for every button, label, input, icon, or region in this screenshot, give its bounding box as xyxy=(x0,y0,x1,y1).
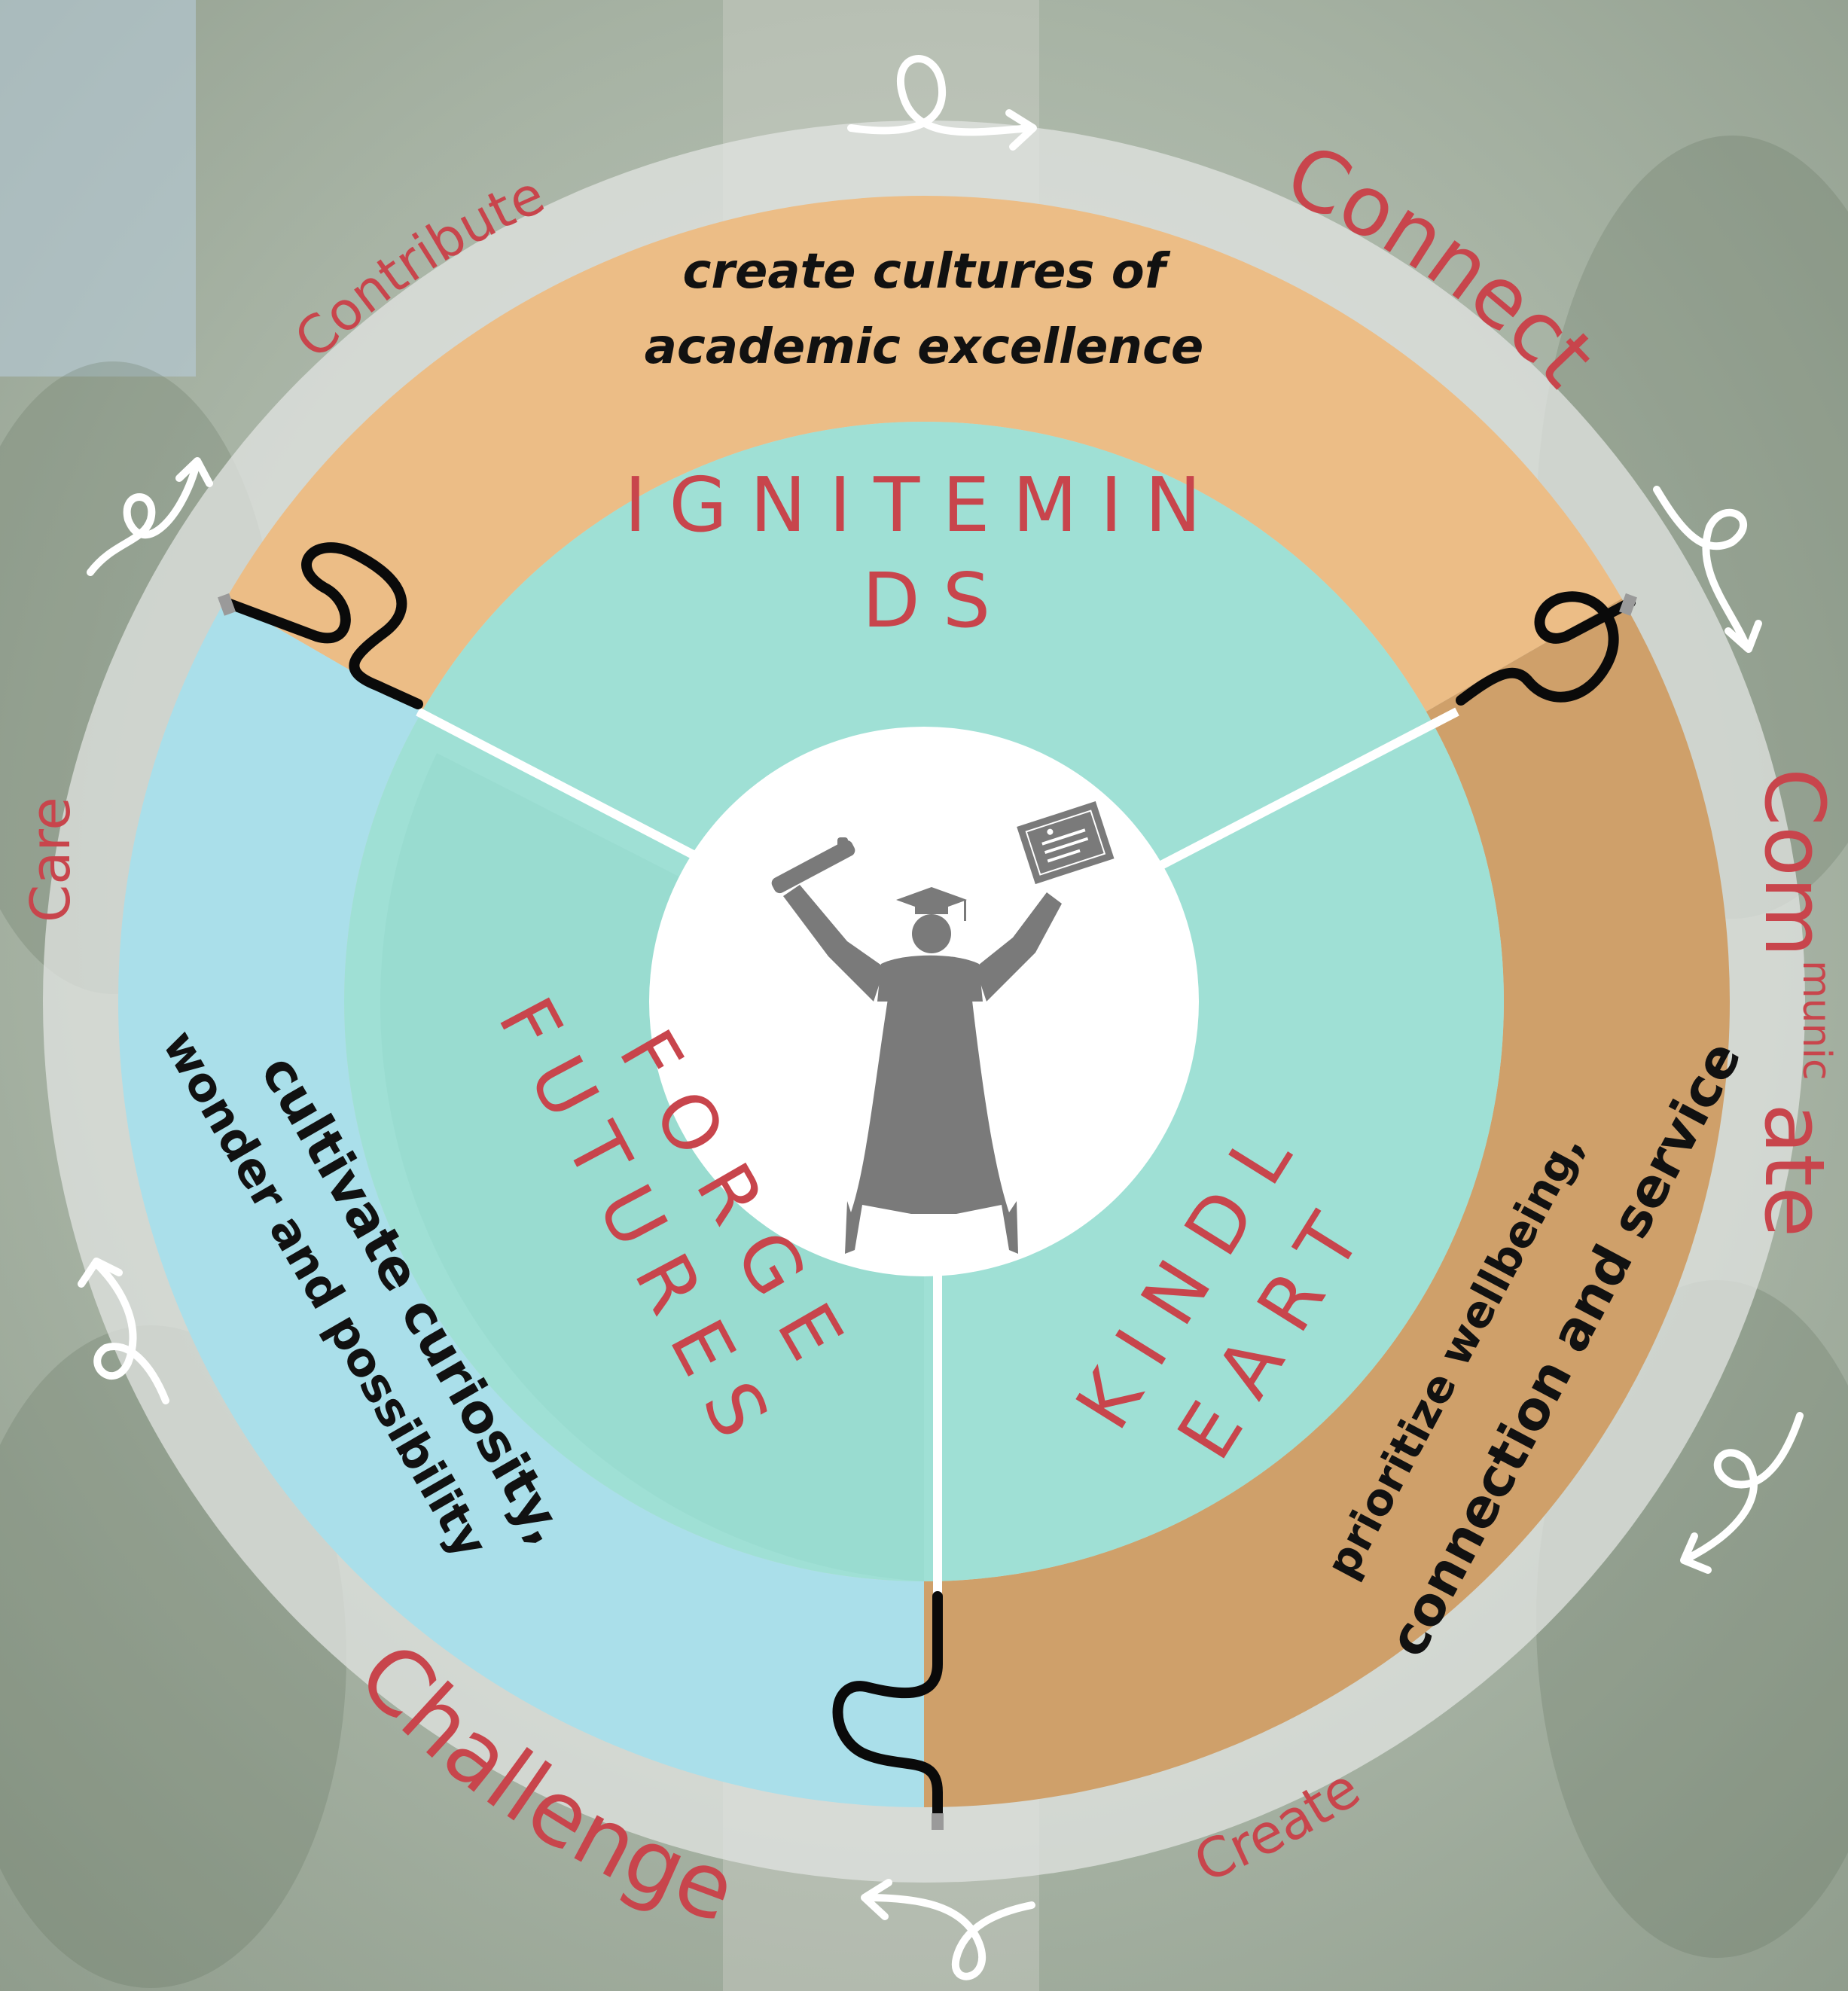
communicate-mid: munic xyxy=(1794,960,1839,1081)
puzzle-seams xyxy=(221,542,1636,1820)
cycle-arrow-icon xyxy=(861,1879,1035,1980)
top-tagline-line2: academic excellence xyxy=(645,319,1204,375)
cycle-word-care: Care xyxy=(19,797,82,922)
communicate-prefix: Com xyxy=(1746,768,1843,957)
segment-right-band xyxy=(924,599,1730,1807)
spoke-left xyxy=(416,707,703,863)
seam-bottom xyxy=(832,1591,943,1820)
segment-right xyxy=(924,599,1730,1807)
segment-top-band xyxy=(226,196,1622,712)
spoke-right xyxy=(1157,707,1459,870)
communicate-suffix: ate xyxy=(1746,1103,1843,1237)
cycle-arrow-icon xyxy=(1680,1412,1804,1574)
cycle-arrow-icon xyxy=(78,1258,169,1404)
spokes xyxy=(416,707,1459,1596)
sky-patch xyxy=(0,0,196,377)
seam-end-caps xyxy=(218,593,1637,1830)
segment-left-band xyxy=(118,599,924,1807)
cycle-arrow-icon xyxy=(1653,486,1762,653)
segment-left xyxy=(118,599,924,1807)
segment-top xyxy=(226,196,1622,712)
cycle-arrow-icon xyxy=(87,457,213,576)
top-theme-line1: IGNITEMIN xyxy=(624,461,1224,549)
top-theme-line2: DS xyxy=(862,556,1013,645)
cycle-word-communicate: Com munic ate xyxy=(1746,768,1843,1237)
cycle-arrow-icon xyxy=(847,55,1037,151)
cycle-arrows xyxy=(78,55,1804,1980)
graduate-icon xyxy=(771,801,1115,1254)
seam-top-right xyxy=(1456,591,1636,706)
top-tagline-line1: create cultures of xyxy=(682,244,1170,300)
seam-top-left xyxy=(221,542,423,709)
